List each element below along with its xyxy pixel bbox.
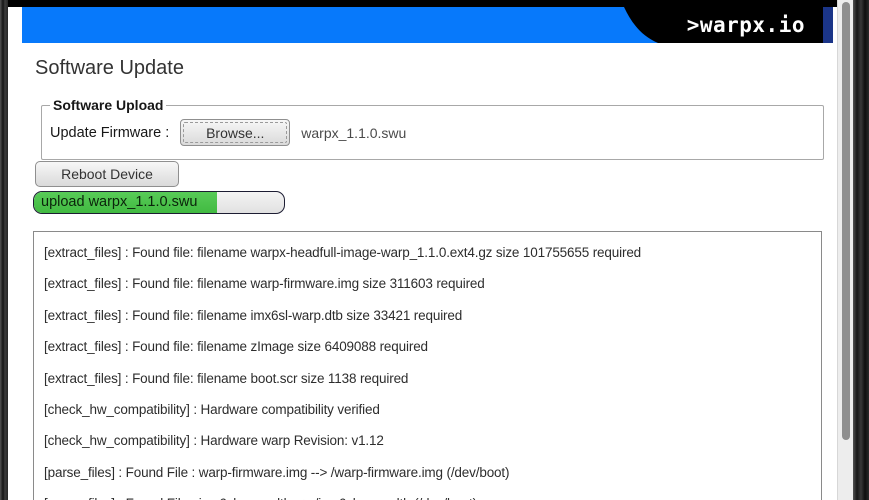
banner-end-cap — [823, 7, 833, 43]
firmware-upload-row: Update Firmware : Browse... warpx_1.1.0.… — [50, 119, 815, 146]
vertical-scrollbar-thumb[interactable] — [842, 2, 850, 440]
browse-button[interactable]: Browse... — [180, 119, 291, 146]
log-line: [extract_files] : Found file: filename b… — [44, 370, 409, 386]
software-upload-fieldset: Software Upload Update Firmware : Browse… — [41, 97, 824, 160]
update-firmware-label: Update Firmware : — [50, 124, 170, 141]
warpx-logo: >warpx.io — [686, 13, 805, 37]
log-line: [extract_files] : Found file: filename z… — [44, 339, 428, 355]
log-line: [extract_files] : Found file: filename w… — [44, 245, 642, 260]
banner-swoosh — [622, 7, 823, 43]
brand-banner: >warpx.io — [22, 7, 833, 43]
log-line: [extract_files] : Found file: filename w… — [44, 276, 485, 292]
log-line: [parse_files] : Found File : imx6sl-warp… — [44, 488, 811, 500]
page-title: Software Update — [35, 57, 184, 79]
log-line: [check_hw_compatibility] : Hardware comp… — [44, 402, 380, 418]
update-log-panel: [extract_files] : Found file: filename w… — [33, 231, 822, 500]
log-line: [parse_files] : Found File : warp-firmwa… — [44, 464, 510, 480]
log-line: [extract_files] : Found file: filename i… — [44, 307, 463, 323]
log-line: [check_hw_compatibility] : Hardware warp… — [44, 433, 384, 449]
window-top-border — [0, 0, 838, 7]
log-lines: [extract_files] : Found file: filename w… — [44, 237, 811, 500]
window-left-border — [0, 0, 8, 500]
software-upload-legend: Software Upload — [53, 97, 164, 113]
progress-label: upload warpx_1.1.0.swu — [41, 194, 198, 210]
upload-progress-bar: upload warpx_1.1.0.swu — [33, 191, 285, 214]
selected-file-name: warpx_1.1.0.swu — [301, 124, 407, 141]
vertical-scrollbar-track[interactable] — [837, 0, 853, 500]
window-right-border — [853, 0, 869, 500]
reboot-device-button[interactable]: Reboot Device — [35, 161, 179, 187]
progress-fill — [34, 192, 217, 213]
